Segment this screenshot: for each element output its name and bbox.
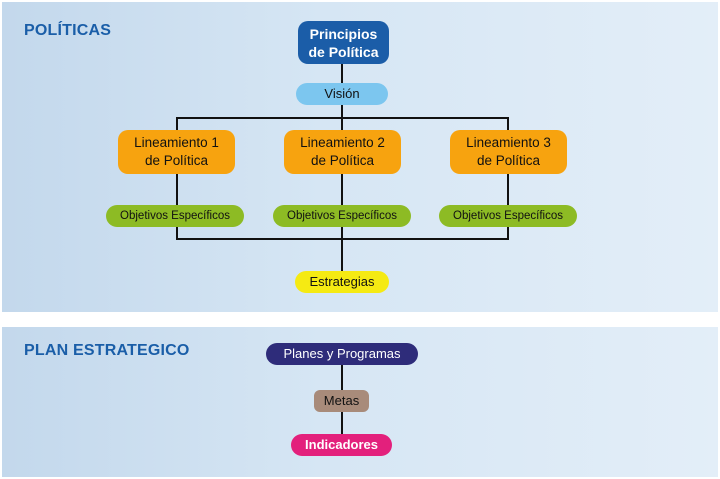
- node-estrategias: Estrategias: [295, 271, 389, 293]
- node-objetivos-2: Objetivos Específicos: [273, 205, 411, 227]
- connector-right-branch: [507, 117, 509, 240]
- node-objetivos-3: Objetivos Específicos: [439, 205, 577, 227]
- connector-left-branch: [176, 117, 178, 240]
- node-vision: Visión: [296, 83, 388, 105]
- connector-center-branch: [341, 117, 343, 272]
- politicas-title: POLÍTICAS: [24, 22, 112, 39]
- connector-bottom-bus: [176, 238, 509, 240]
- node-indicadores: Indicadores: [291, 434, 392, 456]
- plan-estrategico-title: PLAN ESTRATEGICO: [24, 342, 190, 359]
- node-objetivos-1: Objetivos Específicos: [106, 205, 244, 227]
- node-metas: Metas: [314, 390, 369, 412]
- node-planes-y-programas: Planes y Programas: [266, 343, 418, 365]
